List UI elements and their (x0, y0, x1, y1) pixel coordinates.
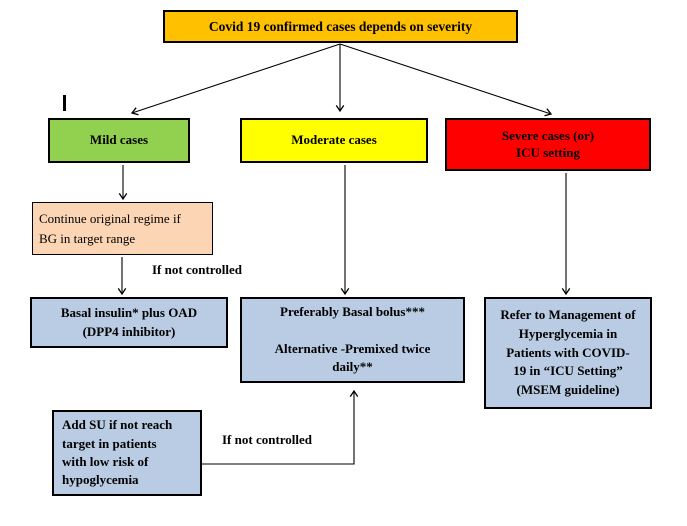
stray-mark (63, 95, 66, 111)
title-box: Covid 19 confirmed cases depends on seve… (163, 10, 518, 43)
if-not-controlled-label-addsu: If not controlled (222, 432, 313, 447)
arrow-addsu-to-moderate-treatment (202, 389, 359, 465)
severe-cases-box: Severe cases (or) ICU setting (445, 118, 651, 171)
arrow-title-to-severe (339, 43, 553, 117)
basal-insulin-box: Basal insulin* plus OAD (DPP4 inhibitor) (30, 297, 228, 348)
mild-cases-box: Mild cases (48, 118, 190, 163)
severe-treatment-box: Refer to Management of Hyperglycemia in … (484, 297, 652, 409)
moderate-cases-box: Moderate cases (240, 118, 428, 163)
moderate-treatment-box: Preferably Basal bolus*** Alternative -P… (240, 297, 465, 383)
add-su-box: Add SU if not reach target in patients w… (52, 410, 202, 496)
continue-original-regime-box: Continue original regime if BG in target… (32, 202, 213, 255)
if-not-controlled-label-mild: If not controlled (152, 262, 243, 277)
arrow-title-to-mild (130, 43, 341, 116)
